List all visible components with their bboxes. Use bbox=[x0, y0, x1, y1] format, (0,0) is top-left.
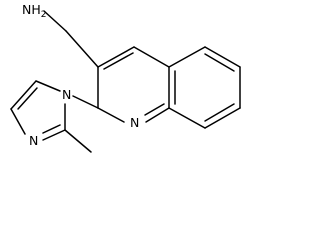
bond-c4-c4a bbox=[133, 46, 170, 68]
bond-c7-c8-inner bbox=[204, 103, 235, 122]
bond-ch2-c3 bbox=[65, 30, 99, 68]
bond-c8-c8a bbox=[168, 107, 206, 129]
bond-imid-c2-methyl bbox=[64, 129, 92, 153]
bond-c5-c6-inner bbox=[204, 53, 235, 72]
bond-c2-imid-n1 bbox=[72, 95, 99, 109]
imidazole-n3-label: N bbox=[29, 133, 38, 148]
bond-c5-c6 bbox=[204, 46, 241, 68]
bond-imid-c5-c4 bbox=[10, 80, 37, 110]
bond-c3-c4-inner bbox=[103, 52, 134, 70]
bond-imid-n3-c2-inner bbox=[42, 124, 61, 134]
bond-imid-n1-c5 bbox=[35, 80, 61, 92]
bond-c8a-n1 bbox=[145, 107, 170, 123]
bond-c4a-c5 bbox=[168, 46, 206, 68]
bond-c8a-n1-inner bbox=[144, 103, 165, 116]
bond-c7-c8 bbox=[204, 107, 241, 129]
bond-c3-c4 bbox=[97, 46, 135, 68]
bond-imid-c4-n3 bbox=[10, 108, 26, 135]
bond-imid-n3-c2 bbox=[42, 129, 66, 141]
molecule-structure: NH2 N N N bbox=[10, 2, 241, 153]
bond-n-ch2 bbox=[43, 10, 67, 32]
bond-n1-c2 bbox=[97, 107, 125, 123]
amine-label: NH2 bbox=[22, 2, 46, 20]
quinoline-nitrogen-label: N bbox=[130, 115, 139, 130]
imidazole-n1-label: N bbox=[62, 87, 71, 102]
bond-imid-c5-c4-inner bbox=[17, 87, 38, 110]
